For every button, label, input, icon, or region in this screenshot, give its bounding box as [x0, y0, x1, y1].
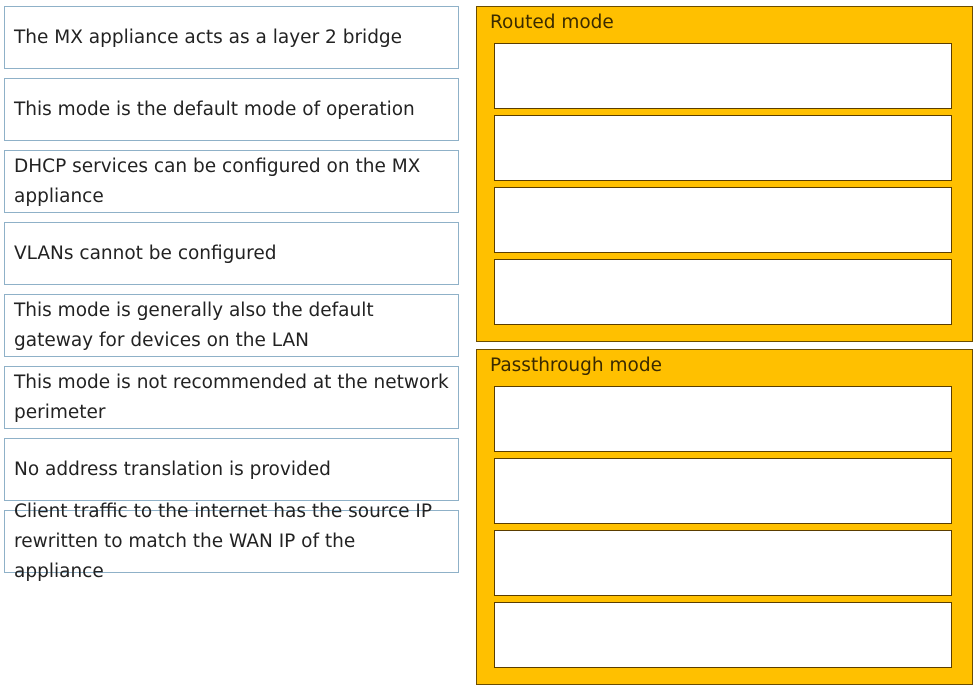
routed-mode-panel: Routed mode — [476, 6, 973, 342]
draggable-item[interactable]: VLANs cannot be configured — [4, 222, 459, 285]
item-label: This mode is generally also the default … — [14, 299, 374, 351]
drop-slot[interactable] — [494, 386, 952, 452]
drop-slot[interactable] — [494, 43, 952, 109]
draggable-item[interactable]: The MX appliance acts as a layer 2 bridg… — [4, 6, 459, 69]
draggable-item[interactable]: DHCP services can be configured on the M… — [4, 150, 459, 213]
drop-slot[interactable] — [494, 115, 952, 181]
drop-slot[interactable] — [494, 187, 952, 253]
item-label: This mode is not recommended at the netw… — [14, 371, 449, 423]
item-label: The MX appliance acts as a layer 2 bridg… — [14, 26, 403, 48]
draggable-item[interactable]: This mode is generally also the default … — [4, 294, 459, 357]
drop-slot[interactable] — [494, 530, 952, 596]
passthrough-mode-panel: Passthrough mode — [476, 349, 973, 685]
draggable-item[interactable]: Client traffic to the internet has the s… — [4, 501, 459, 582]
panel-title: Routed mode — [490, 12, 614, 33]
item-label: No address translation is provided — [14, 458, 331, 480]
draggable-item[interactable]: This mode is not recommended at the netw… — [4, 366, 459, 429]
item-label: DHCP services can be configured on the M… — [14, 155, 421, 207]
item-label: VLANs cannot be configured — [14, 242, 277, 264]
drop-slot[interactable] — [494, 602, 952, 668]
drop-slot[interactable] — [494, 259, 952, 325]
panel-title: Passthrough mode — [490, 355, 662, 376]
item-label: This mode is the default mode of operati… — [14, 98, 415, 120]
drop-slot[interactable] — [494, 458, 952, 524]
draggable-item[interactable]: No address translation is provided — [4, 438, 459, 501]
draggable-item[interactable]: This mode is the default mode of operati… — [4, 78, 459, 141]
item-label: Client traffic to the internet has the s… — [14, 500, 433, 582]
